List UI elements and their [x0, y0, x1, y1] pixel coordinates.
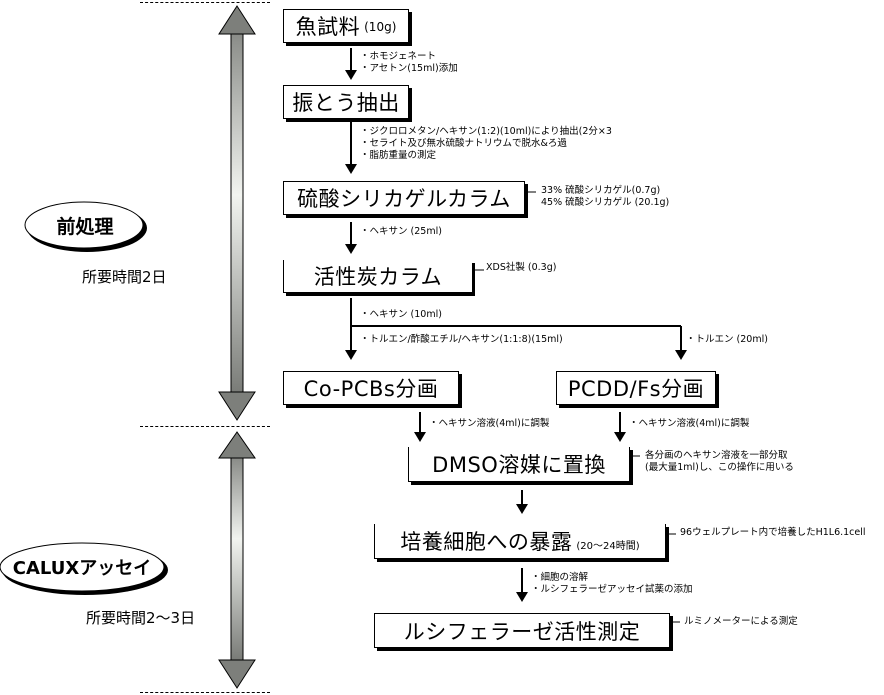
flow-arrow-silica-to-carbon: [345, 222, 357, 254]
phase2-ellipse: [0, 542, 168, 595]
note-line: 45% 硫酸シリカゲル (20.1g): [541, 197, 670, 208]
phase1-ellipse: [24, 201, 147, 252]
note-line: ・ヘキサン溶液(4ml)に調製: [629, 418, 750, 429]
note-line: ・アセトン(15ml)添加: [360, 63, 458, 74]
note-to-pcdd: ・トルエン (20ml): [686, 334, 768, 346]
phase1-label: 前処理: [56, 215, 114, 238]
step-shake-extract: 振とう抽出: [283, 85, 409, 119]
step-fish-sample: 魚試料 (10g): [283, 9, 409, 43]
note-line: 各分画のヘキサン溶液を一部分取: [645, 450, 788, 461]
phase1-arrow-down-head: [218, 391, 256, 421]
flow-arrow-pcdd-to-dmso: [614, 412, 626, 442]
step-dmso-replace-label: DMSO溶媒に置換: [432, 453, 606, 477]
note-after-fish: ・ホモジェネート ・アセトン(15ml)添加: [360, 51, 458, 75]
step-copcb-fraction-label: Co-PCBs分画: [303, 377, 439, 401]
note-line: ・セライト及び無水硫酸ナトリウムで脱水&ろ過: [360, 138, 567, 149]
note-line: (最大量1ml)し、この操作に用いる: [645, 462, 794, 473]
note-line: XDS社製 (0.3g): [486, 262, 557, 273]
step-carbon-column-label: 活性炭カラム: [313, 265, 443, 289]
note-line: 96ウェルプレート内で培養したH1L6.1cell: [680, 527, 866, 538]
step-cell-exposure-duration: (20～24時間): [576, 540, 640, 552]
phase2-label: CALUXアッセイ: [12, 558, 152, 579]
note-line: ・トルエン (20ml): [686, 334, 768, 345]
step-fish-sample-label: 魚試料: [295, 15, 361, 39]
note-line: ・ルシフェラーゼアッセイ試薬の添加: [531, 584, 693, 595]
flow-arrow-carbon-to-pcdd: [351, 325, 687, 360]
phase2-arrow-down-head: [218, 659, 256, 689]
note-after-copcb: ・ヘキサン溶液(4ml)に調製: [429, 418, 549, 430]
note-line: ・ホモジェネート: [360, 51, 437, 62]
phase2-duration: 所要時間2～3日: [86, 609, 196, 627]
phase2-arrow-shaft: [230, 457, 244, 661]
step-carbon-column: 活性炭カラム: [283, 260, 472, 293]
note-line: ・ヘキサン溶液(4ml)に調製: [429, 418, 550, 429]
note-line: ・トルエン/酢酸エチル/ヘキサン(1:1:8)(15ml): [360, 334, 563, 345]
note-line: ・ジクロロメタン/ヘキサン(1:2)(10ml)により抽出(2分×3: [360, 126, 612, 137]
step-cell-exposure: 培養細胞への暴露 (20～24時間): [374, 524, 666, 559]
note-after-silica: ・ヘキサン (25ml): [360, 226, 442, 238]
step-luciferase: ルシフェラーゼ活性測定: [374, 613, 670, 648]
step-silica-column-label: 硫酸シリカゲルカラム: [297, 187, 511, 211]
phase1-arrow-up-head: [218, 5, 256, 35]
note-after-exposure: ・細胞の溶解 ・ルシフェラーゼアッセイ試薬の添加: [531, 572, 693, 596]
phase1-duration: 所要時間2日: [82, 268, 167, 286]
note-dmso-side: 各分画のヘキサン溶液を一部分取 (最大量1ml)し、この操作に用いる: [645, 450, 794, 474]
note-silica-side: 33% 硫酸シリカゲル(0.7g) 45% 硫酸シリカゲル (20.1g): [541, 185, 669, 209]
note-carbon-side: XDS社製 (0.3g): [486, 262, 556, 274]
note-exposure-side: 96ウェルプレート内で培養したH1L6.1cell: [680, 527, 866, 539]
note-line: ・ヘキサン (25ml): [360, 226, 442, 237]
note-luciferase-side: ルミノメーターによる測定: [684, 616, 798, 628]
phase-divider-line: [140, 426, 270, 427]
note-to-copcb: ・トルエン/酢酸エチル/ヘキサン(1:1:8)(15ml): [360, 334, 563, 346]
note-line: ・ヘキサン (10ml): [360, 309, 442, 320]
note-line: ・脂肪重量の測定: [360, 150, 437, 161]
flow-arrow-exposure-to-luciferase: [516, 568, 528, 602]
note-after-shake: ・ジクロロメタン/ヘキサン(1:2)(10ml)により抽出(2分×3 ・セライト…: [360, 126, 612, 162]
flow-arrow-carbon-to-copcb: [345, 298, 357, 360]
phase1-duration-arrow: [218, 5, 256, 421]
step-copcb-fraction: Co-PCBs分画: [283, 371, 459, 405]
step-fish-sample-amount: (10g): [364, 20, 397, 34]
step-pcdd-fraction: PCDD/Fs分画: [556, 371, 716, 405]
note-line: ルミノメーターによる測定: [684, 616, 798, 627]
note-line: 33% 硫酸シリカゲル(0.7g): [541, 185, 661, 196]
note-after-carbon: ・ヘキサン (10ml): [360, 309, 442, 321]
step-pcdd-fraction-label: PCDD/Fs分画: [567, 377, 705, 401]
flow-arrow-dmso-to-exposure: [516, 490, 528, 514]
phase1-arrow-shaft: [230, 33, 244, 393]
flow-arrow-shake-to-silica: [345, 122, 357, 174]
step-silica-column: 硫酸シリカゲルカラム: [283, 181, 525, 215]
flow-arrow-copcb-to-dmso: [414, 412, 426, 442]
step-shake-extract-label: 振とう抽出: [292, 91, 400, 115]
flow-arrow-fish-to-shake: [345, 48, 357, 80]
phase2-arrow-up-head: [218, 431, 256, 459]
note-line: ・細胞の溶解: [531, 572, 589, 583]
phase-top-line: [140, 2, 270, 3]
phase-bottom-line: [140, 692, 270, 693]
phase2-duration-arrow: [218, 431, 256, 689]
note-after-pcdd: ・ヘキサン溶液(4ml)に調製: [629, 418, 749, 430]
step-cell-exposure-label: 培養細胞への暴露: [400, 530, 573, 554]
step-luciferase-label: ルシフェラーゼ活性測定: [403, 619, 641, 644]
step-dmso-replace: DMSO溶媒に置換: [408, 447, 630, 482]
